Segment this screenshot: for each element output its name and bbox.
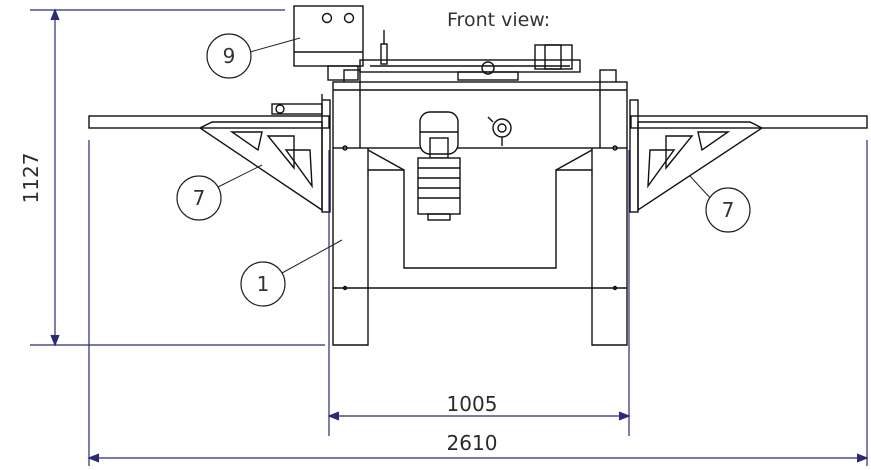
callout-9-number: 9 [223,44,236,68]
extension-table-right [629,99,868,213]
frame-width-dimension-label: 1005 [447,392,498,416]
overall-width-dimension-label: 2610 [447,431,498,455]
control-knob-left [321,12,333,24]
height-dimension-label: 1127 [19,153,43,204]
callout-7-right-number: 7 [722,198,735,222]
callout-7-left-number: 7 [193,186,206,210]
top-mechanism [343,30,617,85]
main-beam [332,81,628,149]
callout-7-right: 7 [689,175,751,233]
callout-1-number: 1 [257,272,270,296]
spindle-motor [417,111,461,221]
callout-7-left: 7 [176,164,263,221]
callout-1: 1 [240,239,343,307]
control-knob-right [343,12,355,24]
dimension-lines [30,8,869,466]
control-box [293,5,364,81]
callout-9: 9 [206,33,301,79]
machine-outline [88,5,868,346]
view-title: Front view: [447,9,550,31]
extension-table-left [88,94,331,213]
adjustment-wheel [487,116,512,146]
machine-frame [332,145,628,346]
